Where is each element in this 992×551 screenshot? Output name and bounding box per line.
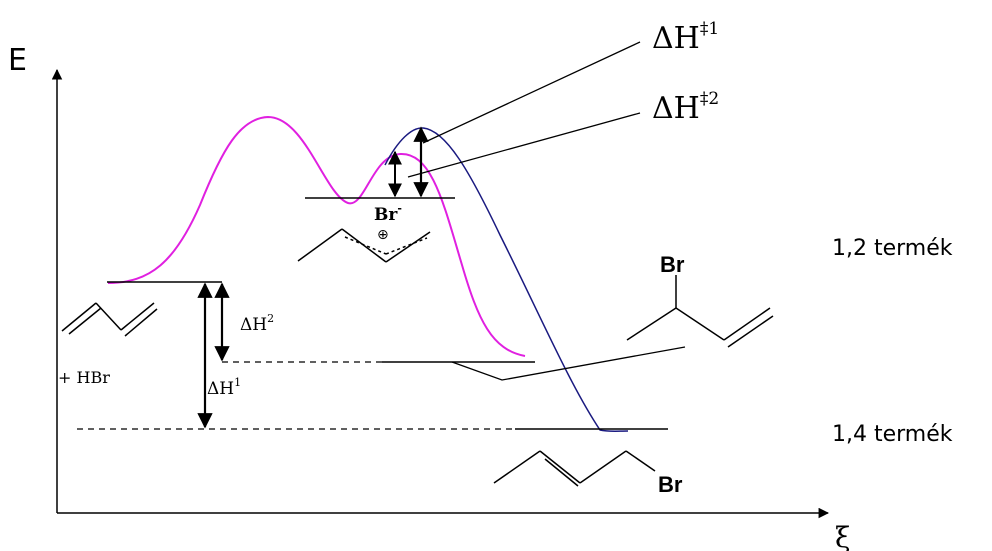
product-14-name: 1,4 termék xyxy=(832,422,953,447)
allyl-cation-structure xyxy=(297,228,431,263)
axes: E ξ xyxy=(8,43,850,551)
product-14-br: Br xyxy=(658,472,683,497)
reaction-path-12 xyxy=(107,115,526,357)
product-14-structure xyxy=(493,450,656,487)
dH-act-2-label: ΔH‡2 xyxy=(652,89,719,126)
butadiene-structure xyxy=(61,302,158,337)
dH2-label: ΔH2 xyxy=(240,312,274,335)
y-axis-label: E xyxy=(8,43,27,78)
bromide-label: Br- xyxy=(374,202,402,225)
leader-dH-act-2 xyxy=(407,112,641,178)
energy-levels xyxy=(77,197,668,430)
product-12-name: 1,2 termék xyxy=(832,236,953,261)
product-12-structure xyxy=(626,275,774,348)
product-12-br: Br xyxy=(660,252,685,277)
x-axis-label: ξ xyxy=(835,521,850,551)
cation-charge: ⊕ xyxy=(377,227,389,243)
reactant-hbr-label: + HBr xyxy=(58,368,110,387)
leader-lines xyxy=(407,41,686,381)
dH-act-1-label: ΔH‡1 xyxy=(652,19,719,56)
enthalpy-arrows xyxy=(197,126,429,429)
leader-product-12 xyxy=(451,346,686,381)
leader-dH-act-1 xyxy=(422,41,641,144)
dH1-label: ΔH1 xyxy=(207,376,241,399)
